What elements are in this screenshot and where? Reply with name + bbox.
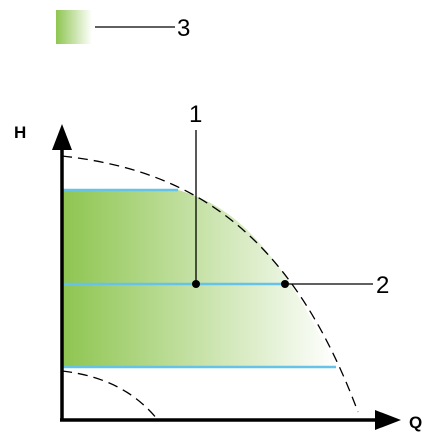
callout-1-point bbox=[192, 280, 200, 288]
callout-2-point bbox=[281, 280, 289, 288]
legend-label: 3 bbox=[177, 15, 190, 42]
y-axis-arrow bbox=[52, 124, 72, 150]
callout-2: 2 bbox=[281, 272, 389, 299]
legend-swatch bbox=[56, 10, 92, 44]
legend: 3 bbox=[56, 10, 190, 44]
callout-1-label: 1 bbox=[189, 101, 202, 128]
operating-area bbox=[62, 190, 336, 367]
axes: H Q bbox=[14, 123, 422, 432]
callout-1: 1 bbox=[189, 101, 202, 288]
min-curve-dashed bbox=[61, 370, 159, 421]
y-axis-label: H bbox=[14, 123, 26, 142]
callout-2-label: 2 bbox=[376, 272, 389, 299]
x-axis-label: Q bbox=[409, 413, 422, 432]
x-axis-arrow bbox=[375, 410, 401, 430]
max-curve-dashed bbox=[61, 155, 359, 413]
